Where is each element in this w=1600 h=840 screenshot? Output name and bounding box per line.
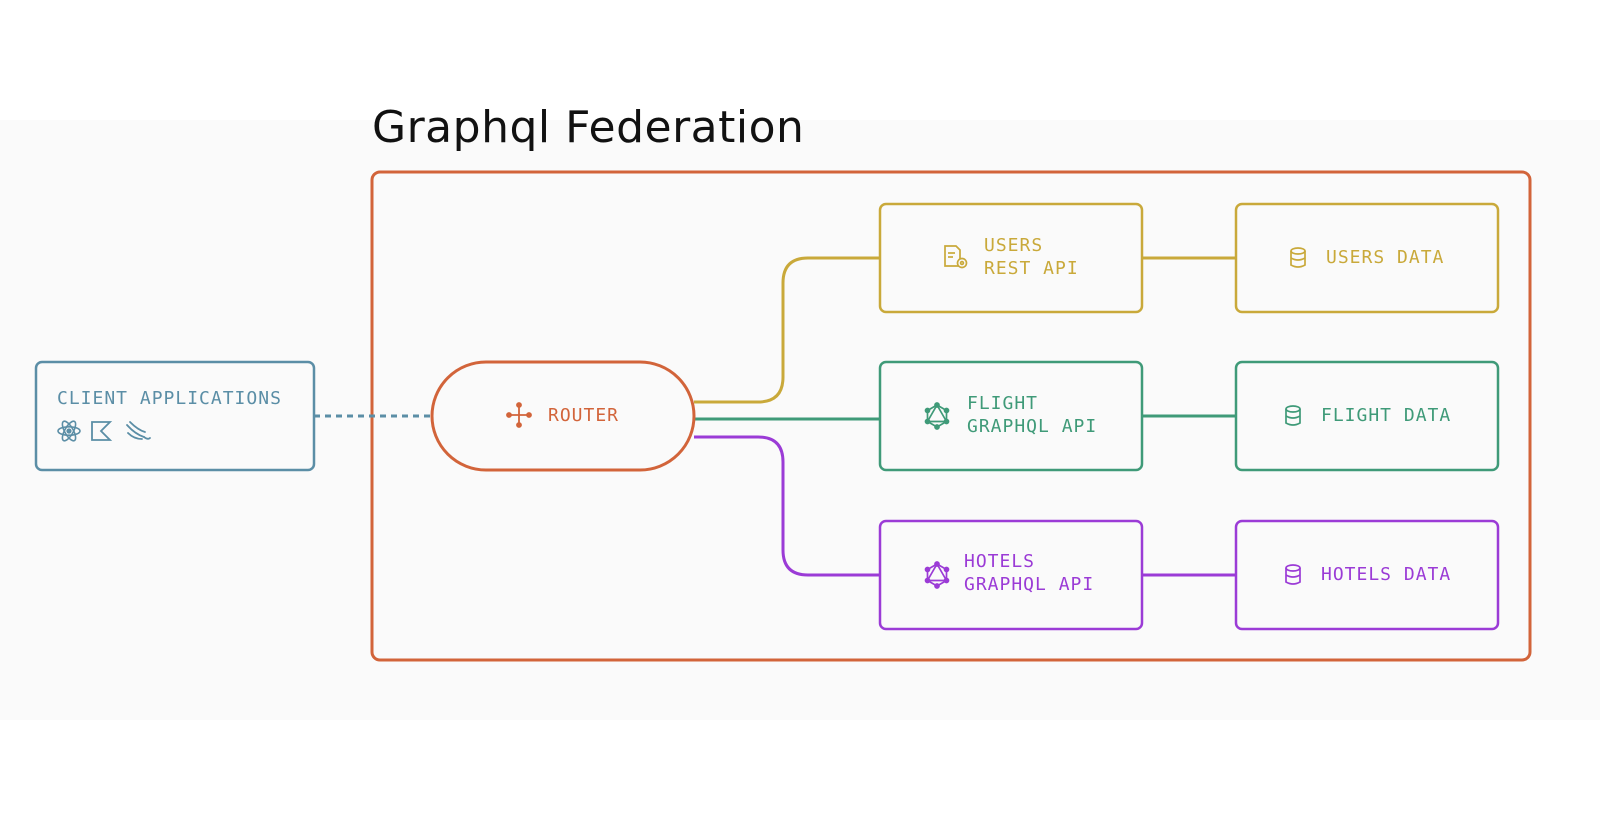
client-applications-box — [34, 360, 316, 472]
router-hotels-connector — [694, 435, 880, 577]
graphql-icon — [924, 402, 950, 430]
users-data-label: USERS DATA — [1326, 247, 1445, 268]
hotels-service-label-line2: GRAPHQL API — [964, 574, 1095, 595]
hotels-data-label: HOTELS DATA — [1321, 564, 1452, 585]
rest-api-icon — [944, 245, 968, 269]
flight-service-label-line2: GRAPHQL API — [967, 416, 1098, 437]
flight-service-label-line1: FLIGHT — [967, 393, 1039, 414]
database-icon — [1285, 564, 1301, 585]
swift-icon — [126, 421, 151, 440]
hotels-graphql-api-box — [878, 519, 1144, 631]
flight-graphql-api-box — [878, 360, 1144, 472]
kotlin-icon — [91, 421, 113, 441]
router-users-connector — [694, 256, 880, 404]
hotels-data-box — [1234, 519, 1500, 631]
users-service-label-line2: REST API — [984, 258, 1079, 279]
router-label: ROUTER — [548, 405, 620, 426]
client-applications-label: CLIENT APPLICATIONS — [57, 388, 282, 409]
graphql-icon — [924, 561, 950, 589]
database-icon — [1290, 247, 1306, 268]
database-icon — [1285, 405, 1301, 426]
flight-data-box — [1234, 360, 1500, 472]
users-rest-api-box — [878, 202, 1144, 314]
react-icon — [57, 420, 81, 442]
router-icon — [506, 402, 532, 428]
router-node — [430, 360, 696, 472]
diagram-title: Graphql Federation — [372, 102, 805, 153]
flight-data-label: FLIGHT DATA — [1321, 405, 1452, 426]
users-service-label-line1: USERS — [984, 235, 1044, 256]
users-data-box — [1234, 202, 1500, 314]
hotels-service-label-line1: HOTELS — [964, 551, 1036, 572]
